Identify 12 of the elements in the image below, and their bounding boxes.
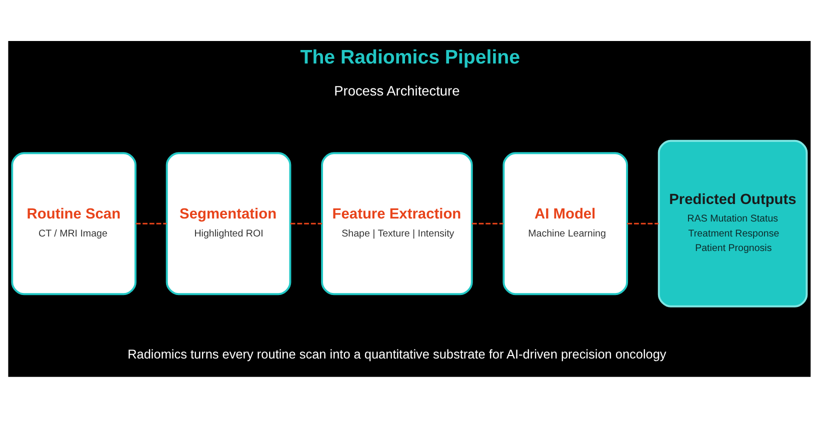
node-box: Predicted Outputs RAS Mutation Status Treatment Response Patient Prognosis bbox=[658, 140, 808, 308]
connector bbox=[472, 222, 504, 224]
node-box: Segmentation Highlighted ROI bbox=[166, 152, 292, 296]
diagram-title: The Radiomics Pipeline bbox=[300, 46, 520, 69]
connector bbox=[136, 222, 167, 224]
connector bbox=[627, 222, 659, 224]
node-box: AI Model Machine Learning bbox=[502, 152, 628, 296]
node-box: Feature Extraction Shape | Texture | Intensity bbox=[321, 152, 473, 296]
label: Process Architecture bbox=[334, 84, 460, 99]
caption: Radiomics turns every routine scan into a quantitative substrate for AI-driven precision oncology bbox=[128, 346, 666, 362]
node-box: Routine Scan CT / MRI Image bbox=[11, 152, 136, 296]
connector bbox=[290, 222, 322, 224]
